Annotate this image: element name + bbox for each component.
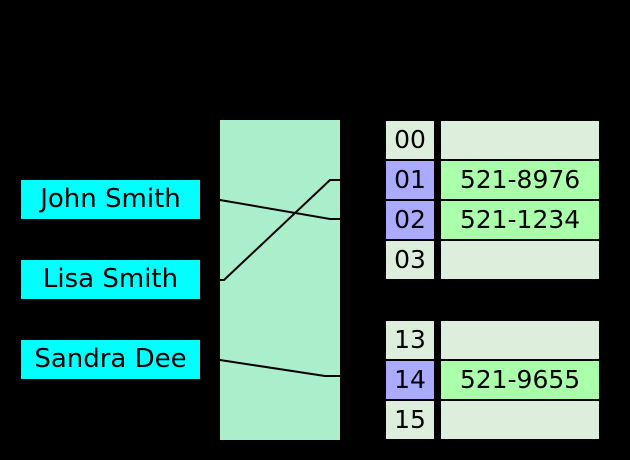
bucket-value-cell: [441, 241, 599, 279]
key-box-john-smith: John Smith: [21, 180, 200, 219]
bucket-index-cell: 15: [386, 401, 434, 439]
key-box-sandra-dee: Sandra Dee: [21, 340, 200, 379]
bucket-value-cell: 521-9655: [441, 361, 599, 399]
bucket-value-cell: [441, 401, 599, 439]
key-label-sandra-dee: Sandra Dee: [34, 344, 187, 374]
bucket-value-cell: 521-8976: [441, 161, 599, 199]
key-label-john-smith: John Smith: [40, 184, 181, 214]
bucket-value-cell: 521-1234: [441, 201, 599, 239]
bucket-index-cell: 03: [386, 241, 434, 279]
key-label-lisa-smith: Lisa Smith: [42, 264, 179, 294]
bucket-index-cell: 14: [386, 361, 434, 399]
bucket-value-cell: [441, 321, 599, 359]
bucket-index-cell: 00: [386, 121, 434, 159]
hash-function-box: [220, 120, 340, 440]
bucket-index-cell: 01: [386, 161, 434, 199]
key-box-lisa-smith: Lisa Smith: [21, 260, 200, 299]
bucket-index-cell: 02: [386, 201, 434, 239]
bucket-index-cell: 13: [386, 321, 434, 359]
bucket-value-cell: [441, 121, 599, 159]
